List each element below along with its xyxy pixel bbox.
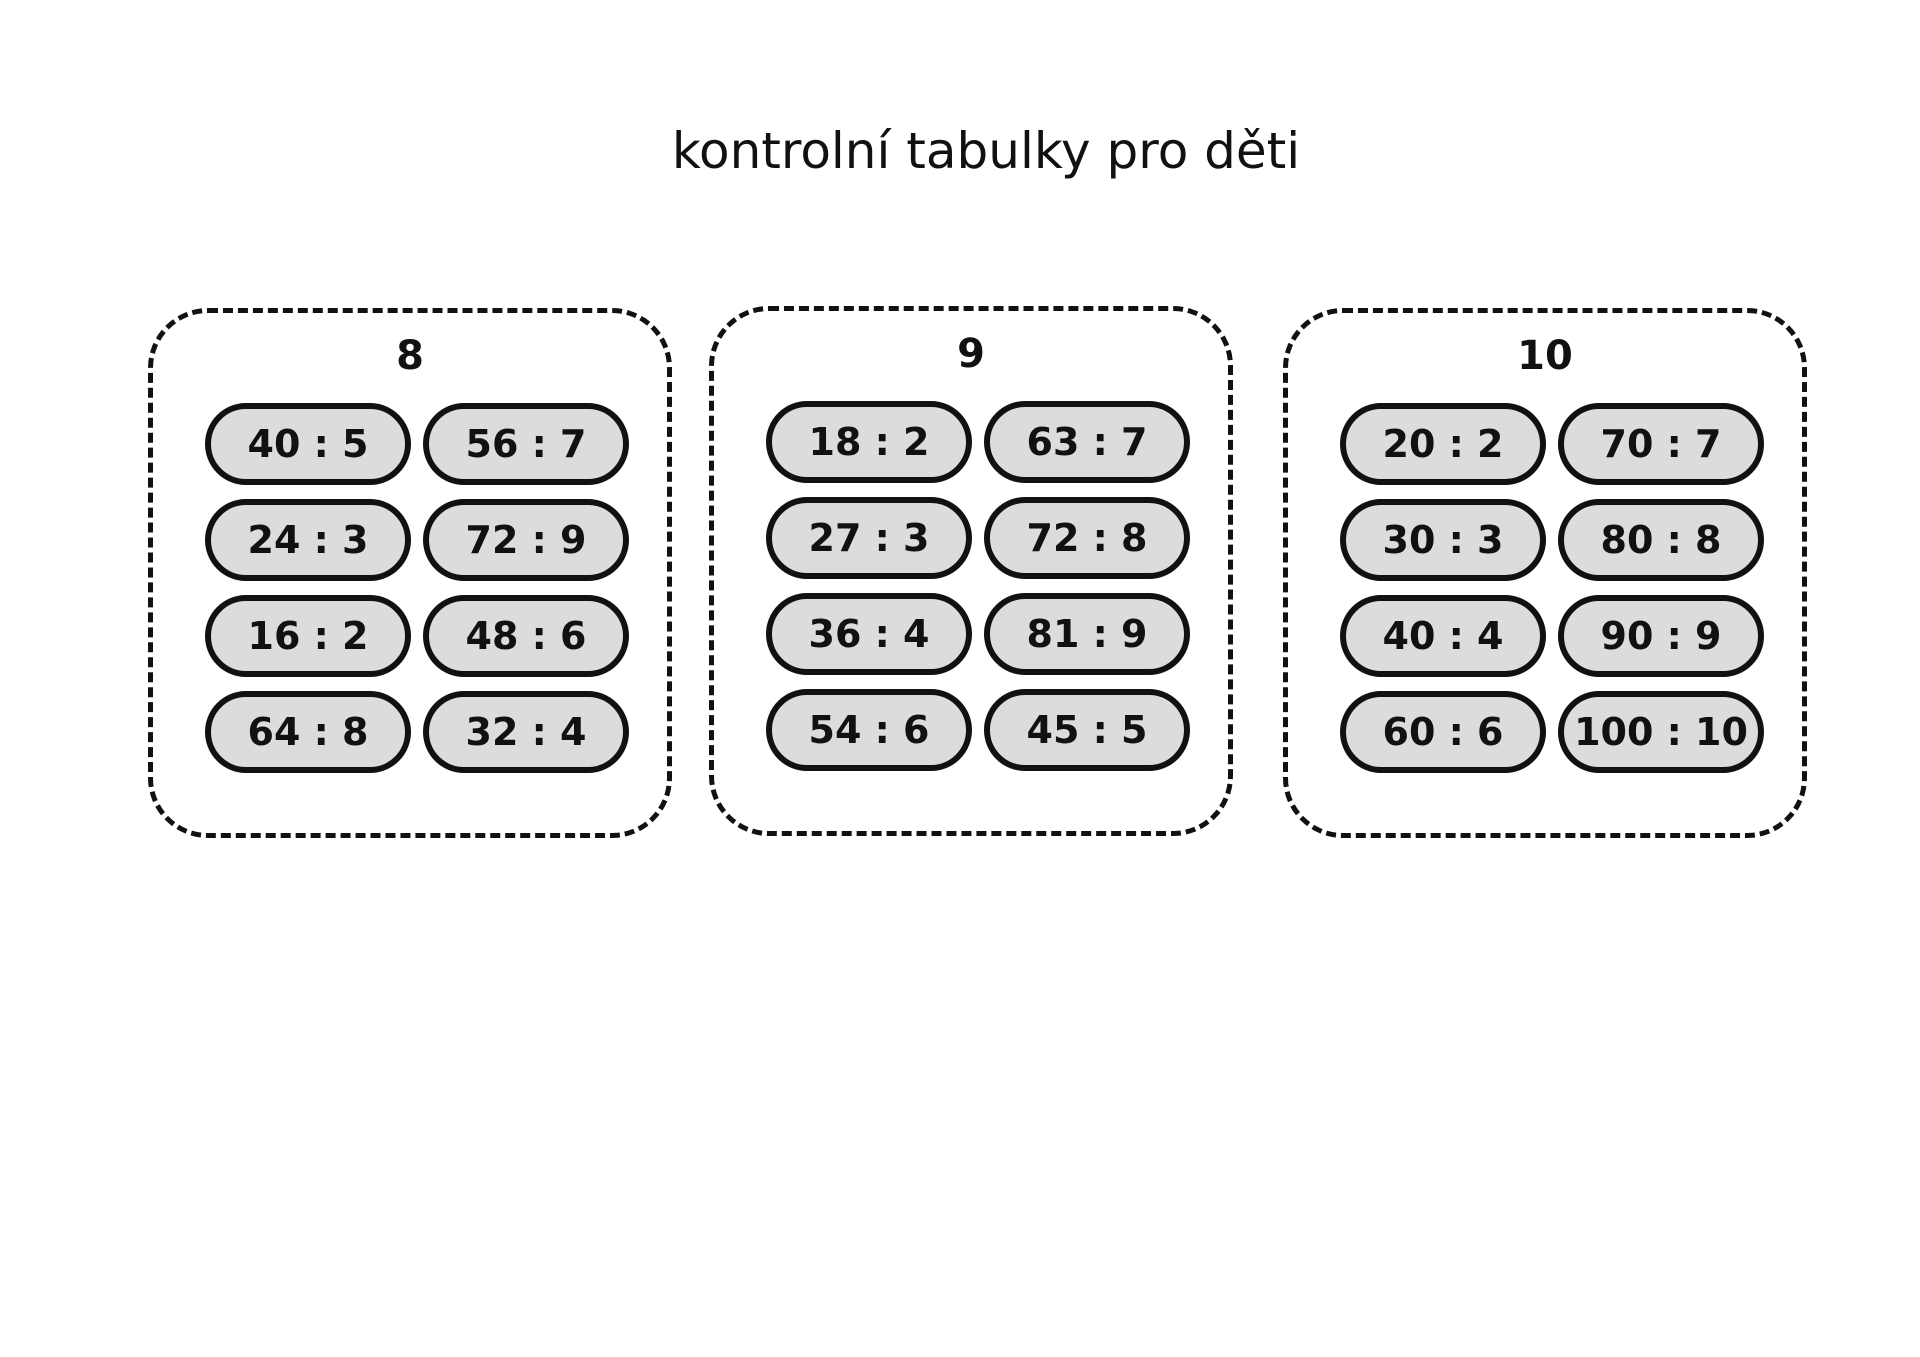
division-pill: 60 : 6 bbox=[1340, 691, 1546, 773]
division-pill: 72 : 9 bbox=[423, 499, 629, 581]
division-pill: 16 : 2 bbox=[205, 595, 411, 677]
division-pill: 72 : 8 bbox=[984, 497, 1190, 579]
division-pill: 30 : 3 bbox=[1340, 499, 1546, 581]
table-card-9: 9 18 : 2 63 : 7 27 : 3 72 : 8 36 : 4 81 … bbox=[709, 306, 1233, 836]
division-pill: 80 : 8 bbox=[1558, 499, 1764, 581]
card-heading: 8 bbox=[396, 333, 424, 379]
card-heading: 9 bbox=[957, 331, 985, 377]
division-pill: 32 : 4 bbox=[423, 691, 629, 773]
division-pill: 24 : 3 bbox=[205, 499, 411, 581]
pill-grid: 40 : 5 56 : 7 24 : 3 72 : 9 16 : 2 48 : … bbox=[205, 403, 629, 773]
division-pill: 18 : 2 bbox=[766, 401, 972, 483]
division-pill: 100 : 10 bbox=[1558, 691, 1764, 773]
table-card-10: 10 20 : 2 70 : 7 30 : 3 80 : 8 40 : 4 90… bbox=[1283, 308, 1807, 838]
pill-grid: 20 : 2 70 : 7 30 : 3 80 : 8 40 : 4 90 : … bbox=[1340, 403, 1764, 773]
division-pill: 27 : 3 bbox=[766, 497, 972, 579]
pill-grid: 18 : 2 63 : 7 27 : 3 72 : 8 36 : 4 81 : … bbox=[766, 401, 1190, 771]
division-pill: 56 : 7 bbox=[423, 403, 629, 485]
division-pill: 45 : 5 bbox=[984, 689, 1190, 771]
page-title: kontrolní tabulky pro děti bbox=[671, 122, 1301, 180]
division-pill: 90 : 9 bbox=[1558, 595, 1764, 677]
division-pill: 40 : 4 bbox=[1340, 595, 1546, 677]
division-pill: 48 : 6 bbox=[423, 595, 629, 677]
division-pill: 40 : 5 bbox=[205, 403, 411, 485]
card-heading: 10 bbox=[1517, 333, 1573, 379]
division-pill: 64 : 8 bbox=[205, 691, 411, 773]
division-pill: 54 : 6 bbox=[766, 689, 972, 771]
division-pill: 20 : 2 bbox=[1340, 403, 1546, 485]
division-pill: 36 : 4 bbox=[766, 593, 972, 675]
division-pill: 70 : 7 bbox=[1558, 403, 1764, 485]
table-card-8: 8 40 : 5 56 : 7 24 : 3 72 : 9 16 : 2 48 … bbox=[148, 308, 672, 838]
division-pill: 81 : 9 bbox=[984, 593, 1190, 675]
division-pill: 63 : 7 bbox=[984, 401, 1190, 483]
